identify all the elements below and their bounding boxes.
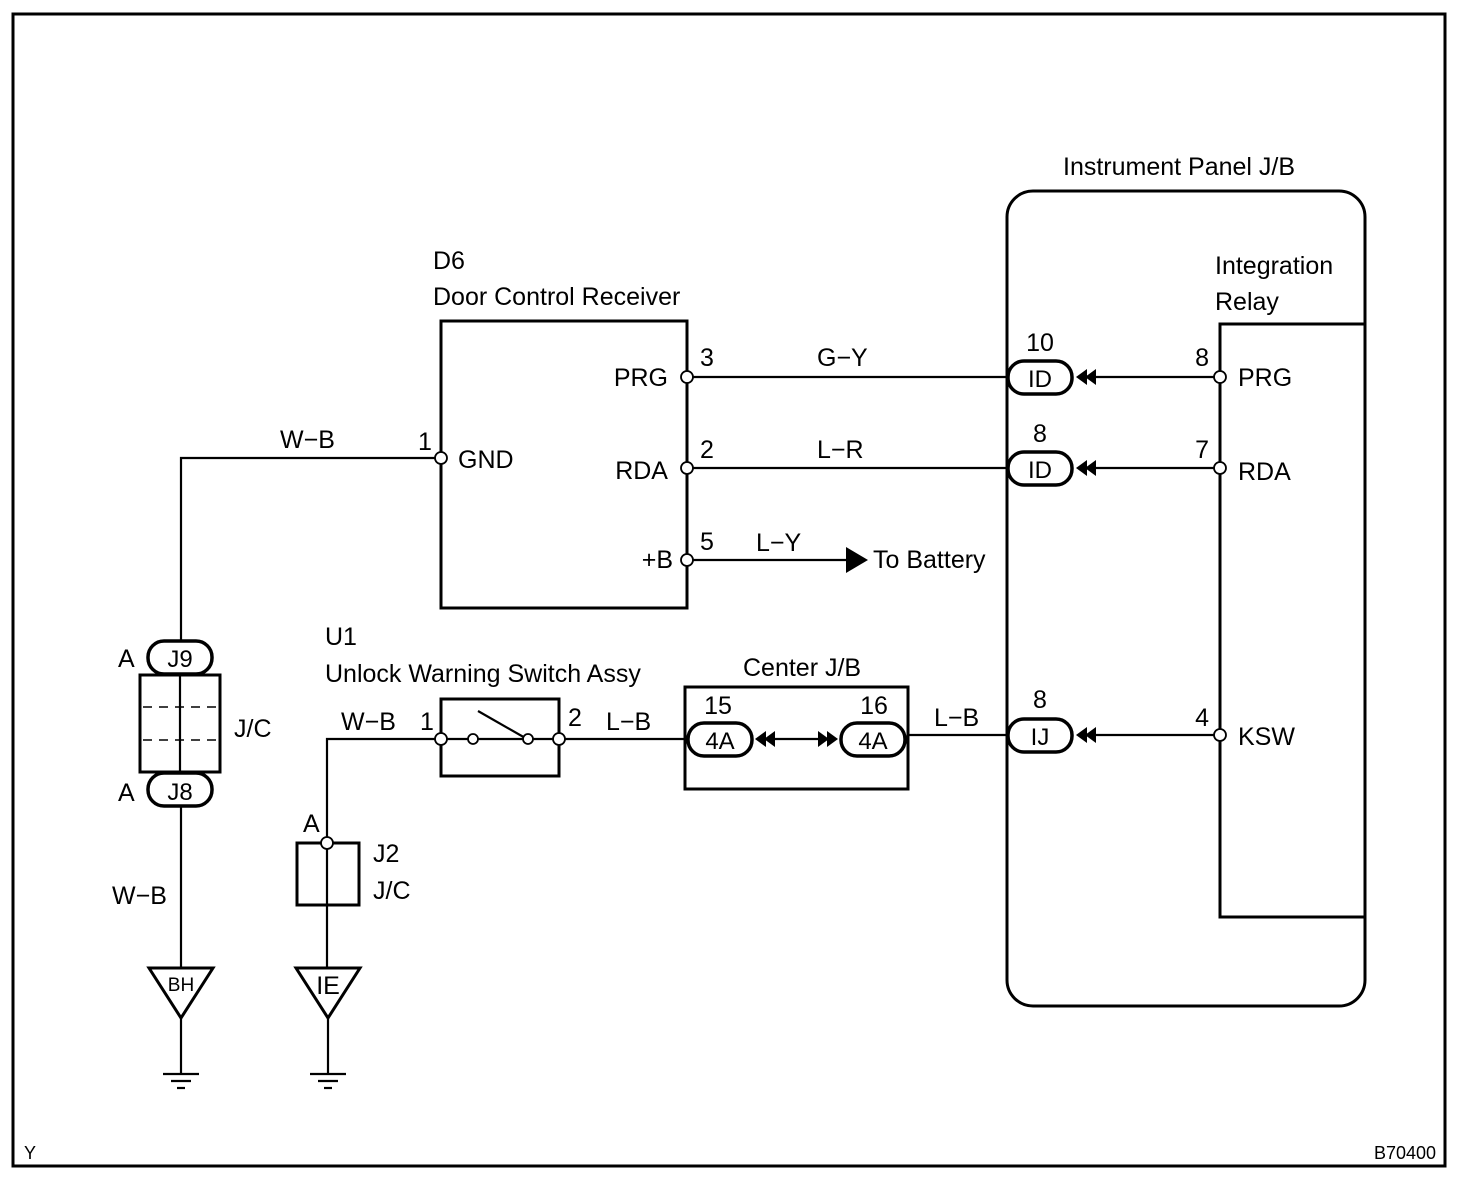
switch-contact-icon xyxy=(467,733,479,745)
d6-name: Door Control Receiver xyxy=(433,283,680,311)
ground-point-ie xyxy=(293,966,363,1021)
wire-label-gy: G−Y xyxy=(817,344,868,372)
connector-cjb-left-label: 4A xyxy=(705,728,734,755)
wire-label-wb-switch: W−B xyxy=(341,708,396,736)
j2-side-label: A xyxy=(303,810,320,838)
ground-point-bh xyxy=(146,966,216,1021)
pin-terminal-icon xyxy=(680,370,694,384)
pin-terminal-icon xyxy=(552,732,566,746)
instrument-panel-jb-box xyxy=(1005,189,1367,1008)
connector-j9-label: J9 xyxy=(167,646,192,673)
integration-relay-label-2: Relay xyxy=(1215,288,1279,316)
pin-terminal-icon xyxy=(680,553,694,567)
diagram-border xyxy=(11,12,1447,1168)
u1-name: Unlock Warning Switch Assy xyxy=(325,660,641,688)
ip-pin-num-ij: 8 xyxy=(1033,686,1047,714)
j9-side-label: A xyxy=(118,645,135,673)
unlock-warning-switch-box xyxy=(439,697,561,778)
d6-pin-num-rda: 2 xyxy=(700,436,714,464)
connector-arrow-icon xyxy=(1076,727,1087,743)
pin-terminal-icon xyxy=(434,451,448,465)
connector-arrow-icon xyxy=(1076,460,1087,476)
relay-pin-num-prg: 8 xyxy=(1195,344,1209,372)
wire-wb-top xyxy=(179,456,441,640)
wire-label-lr: L−R xyxy=(817,436,864,464)
d6-pin-num-gnd: 1 xyxy=(418,428,432,456)
connector-arrow-icon xyxy=(755,731,766,747)
connector-arrow-icon xyxy=(764,731,775,747)
pin-terminal-icon xyxy=(434,732,448,746)
u1-pin-num-in: 1 xyxy=(420,708,434,736)
u1-pin-num-out: 2 xyxy=(568,704,582,732)
connector-id-top-label: ID xyxy=(1028,366,1052,393)
relay-pin-num-rda: 7 xyxy=(1195,436,1209,464)
u1-code: U1 xyxy=(325,623,357,651)
connector-ij-label: IJ xyxy=(1031,724,1050,751)
wire-label-wb-top: W−B xyxy=(280,426,335,454)
d6-pin-num-prg: 3 xyxy=(700,344,714,372)
d6-pin-prg-label: PRG xyxy=(614,364,668,392)
pin-terminal-icon xyxy=(1213,461,1227,475)
connector-id-mid-label: ID xyxy=(1028,457,1052,484)
d6-code: D6 xyxy=(433,247,465,275)
d6-pin-gnd-label: GND xyxy=(458,446,514,474)
connector-arrow-icon xyxy=(1085,460,1096,476)
ground-ie-label: IE xyxy=(316,972,340,1000)
pin-terminal-icon xyxy=(680,461,694,475)
center-jb-title: Center J/B xyxy=(743,654,861,682)
to-battery-arrow-icon xyxy=(846,547,868,573)
to-battery-label: To Battery xyxy=(873,546,986,574)
connector-id-mid xyxy=(1006,450,1074,487)
pin-terminal-icon xyxy=(320,836,334,850)
switch-contact-icon xyxy=(522,733,534,745)
integration-relay-box xyxy=(1218,322,1365,919)
cjb-pin-num-right: 16 xyxy=(860,692,888,720)
jc-left-label: J/C xyxy=(234,715,272,743)
connector-cjb-right-label: 4A xyxy=(858,728,887,755)
connector-cjb-left xyxy=(686,721,754,758)
relay-pin-ksw-label: KSW xyxy=(1238,723,1295,751)
d6-pin-b-label: +B xyxy=(642,546,673,574)
d6-pin-rda-label: RDA xyxy=(615,457,668,485)
instrument-panel-jb-title: Instrument Panel J/B xyxy=(1063,153,1295,181)
pin-terminal-icon xyxy=(1213,728,1227,742)
connector-arrow-icon xyxy=(1076,369,1087,385)
d6-pin-num-b: 5 xyxy=(700,528,714,556)
ip-pin-num-id-mid: 8 xyxy=(1033,420,1047,448)
integration-relay-label-1: Integration xyxy=(1215,252,1333,280)
connector-arrow-icon xyxy=(1085,369,1096,385)
j8-side-label: A xyxy=(118,779,135,807)
pin-terminal-icon xyxy=(1213,370,1227,384)
connector-j8-label: J8 xyxy=(167,779,192,806)
cjb-pin-num-left: 15 xyxy=(704,692,732,720)
relay-pin-rda-label: RDA xyxy=(1238,458,1291,486)
wire-label-ly: L−Y xyxy=(756,529,802,557)
ground-bh-label: BH xyxy=(168,975,194,996)
figure-code-label: B70400 xyxy=(1374,1143,1436,1163)
j2-label: J/C xyxy=(373,877,411,905)
connector-arrow-icon xyxy=(818,731,829,747)
connector-id-top xyxy=(1006,359,1074,396)
connector-cjb-right xyxy=(839,721,907,758)
switch-blade-icon xyxy=(477,710,528,740)
relay-pin-prg-label: PRG xyxy=(1238,364,1292,392)
wire-label-wb-bottom: W−B xyxy=(112,882,167,910)
wire-label-lb-switch: L−B xyxy=(606,708,651,736)
ip-pin-num-id-top: 10 xyxy=(1026,329,1054,357)
relay-pin-num-ksw: 4 xyxy=(1195,704,1209,732)
footer-left-label: Y xyxy=(24,1143,36,1163)
wire-wb-switch xyxy=(325,737,441,843)
wire-label-lb-cjb: L−B xyxy=(934,704,979,732)
connector-arrow-icon xyxy=(827,731,838,747)
j2-code: J2 xyxy=(373,840,399,868)
